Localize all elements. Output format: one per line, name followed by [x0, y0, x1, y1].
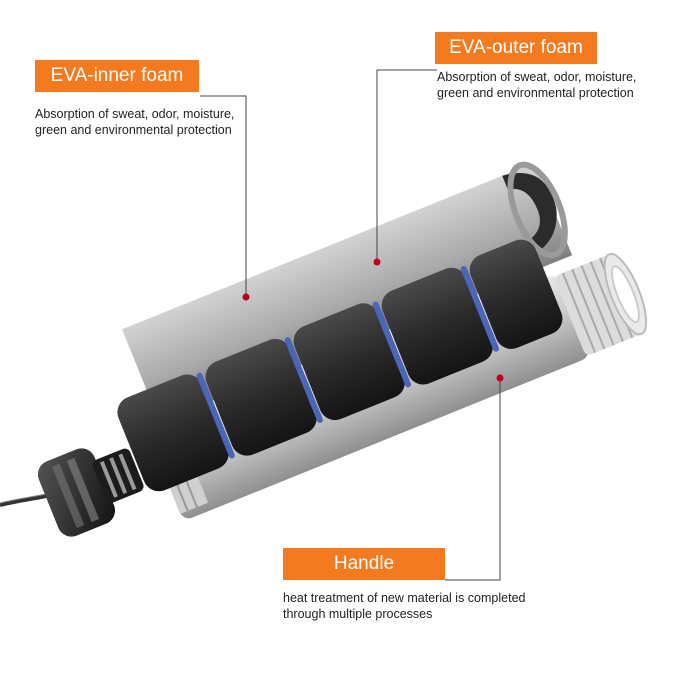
marker-inner [242, 293, 250, 301]
bearing-end-cap [37, 448, 144, 537]
marker-outer [373, 258, 381, 266]
leader-inner [200, 95, 247, 297]
eva-inner-foam-description: Absorption of sweat, odor, moisture, gre… [35, 107, 235, 137]
leader-outer [376, 69, 437, 262]
handle-description: heat treatment of new material is comple… [283, 591, 526, 621]
handle-thread [555, 252, 648, 355]
leader-handle [445, 378, 501, 581]
handle-title: Handle [283, 548, 445, 580]
eva-inner-foam [117, 239, 563, 492]
marker-handle [496, 374, 504, 382]
eva-outer-foam-description: Absorption of sweat, odor, moisture, gre… [437, 70, 637, 100]
eva-inner-foam-title: EVA-inner foam [35, 60, 199, 92]
eva-outer-foam-title: EVA-outer foam [435, 32, 597, 64]
